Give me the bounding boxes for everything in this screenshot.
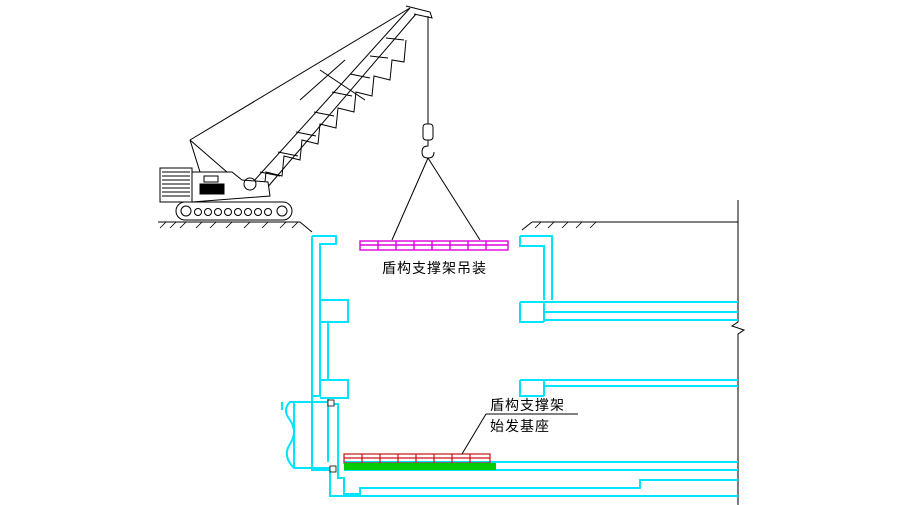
break-line-icon (730, 200, 746, 505)
soil-hatch-icon (159, 221, 597, 229)
tunnel-section (281, 401, 330, 469)
station-structure (311, 235, 738, 497)
launch-base (344, 463, 496, 470)
crawler-crane-icon (159, 5, 433, 221)
ground-surface (158, 221, 738, 233)
frame-label-line1: 盾构支撑架 (490, 398, 565, 414)
label-leader (461, 413, 578, 455)
crane-hook-icon (391, 16, 481, 241)
wall-joint-markers (327, 399, 337, 473)
hoisting-label: 盾构支撑架吊装 (382, 261, 487, 277)
lifted-support-frame (359, 240, 509, 251)
frame-label-line2: 始发基座 (490, 419, 550, 435)
